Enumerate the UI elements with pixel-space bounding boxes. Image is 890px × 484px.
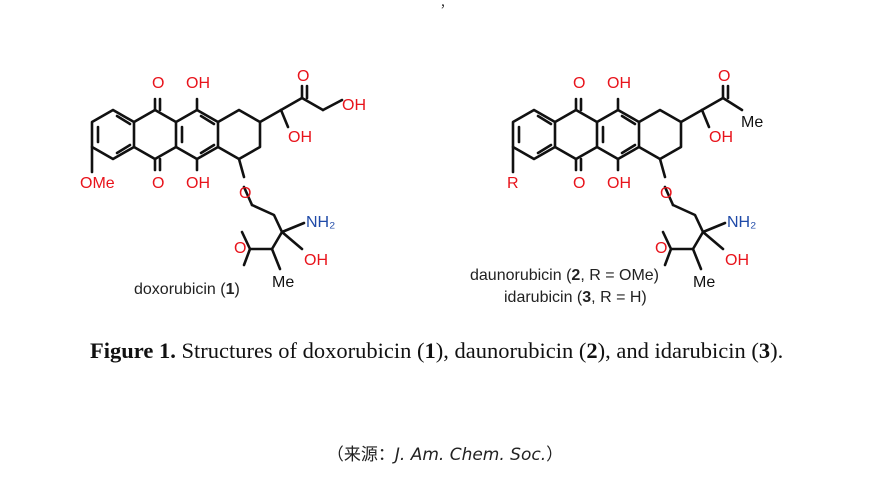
dox-o-bottom: O — [152, 175, 164, 192]
cropped-text-fragment: ， — [440, 0, 453, 10]
dau-oh-bottom: OH — [607, 175, 631, 192]
dox-oh-bottom: OH — [186, 175, 210, 192]
dox-oh-side: OH — [342, 97, 366, 114]
dau-r: R — [507, 175, 519, 192]
dau-nh2: NH₂ — [727, 214, 756, 231]
figure-label: Figure 1. — [90, 338, 176, 363]
dau-o-top: O — [573, 75, 585, 92]
idarubicin-caption: idarubicin (3, R = H) — [504, 289, 647, 306]
dau-me: Me — [693, 274, 715, 291]
dau-o-sugar: O — [655, 240, 667, 257]
dox-o-sugar: O — [234, 240, 246, 257]
dox-o-top: O — [152, 75, 164, 92]
journal-name: J. Am. Chem. Soc. — [394, 445, 547, 465]
dau-o-ketone: O — [718, 68, 730, 85]
dau-me-acetyl: Me — [741, 114, 763, 131]
daunorubicin-structure: O OH O Me OH R O OH O NH₂ O OH Me — [507, 68, 763, 291]
daunorubicin-caption: daunorubicin (2, R = OMe) — [470, 267, 659, 284]
dox-oh-ring: OH — [288, 129, 312, 146]
dox-o-link: O — [239, 185, 251, 202]
figure-caption: Figure 1. Structures of doxorubicin (1),… — [90, 338, 784, 363]
dau-o-link: O — [660, 185, 672, 202]
dox-ome: OMe — [80, 175, 115, 192]
dox-oh-sugar: OH — [304, 252, 328, 269]
dau-oh-top: OH — [607, 75, 631, 92]
dox-me: Me — [272, 274, 294, 291]
dox-oh-top: OH — [186, 75, 210, 92]
source-credit: （来源：J. Am. Chem. Soc.） — [326, 445, 564, 465]
chemical-structures: O OH O OH OH OMe O OH O NH₂ O OH Me doxo… — [80, 68, 763, 306]
doxorubicin-structure: O OH O OH OH OMe O OH O NH₂ O OH Me — [80, 68, 366, 291]
dau-oh-sugar: OH — [725, 252, 749, 269]
dox-o-ketone: O — [297, 68, 309, 85]
dau-oh-ring: OH — [709, 129, 733, 146]
dau-o-bottom: O — [573, 175, 585, 192]
doxorubicin-caption: doxorubicin (1) — [134, 281, 240, 298]
dox-nh2: NH₂ — [306, 214, 335, 231]
